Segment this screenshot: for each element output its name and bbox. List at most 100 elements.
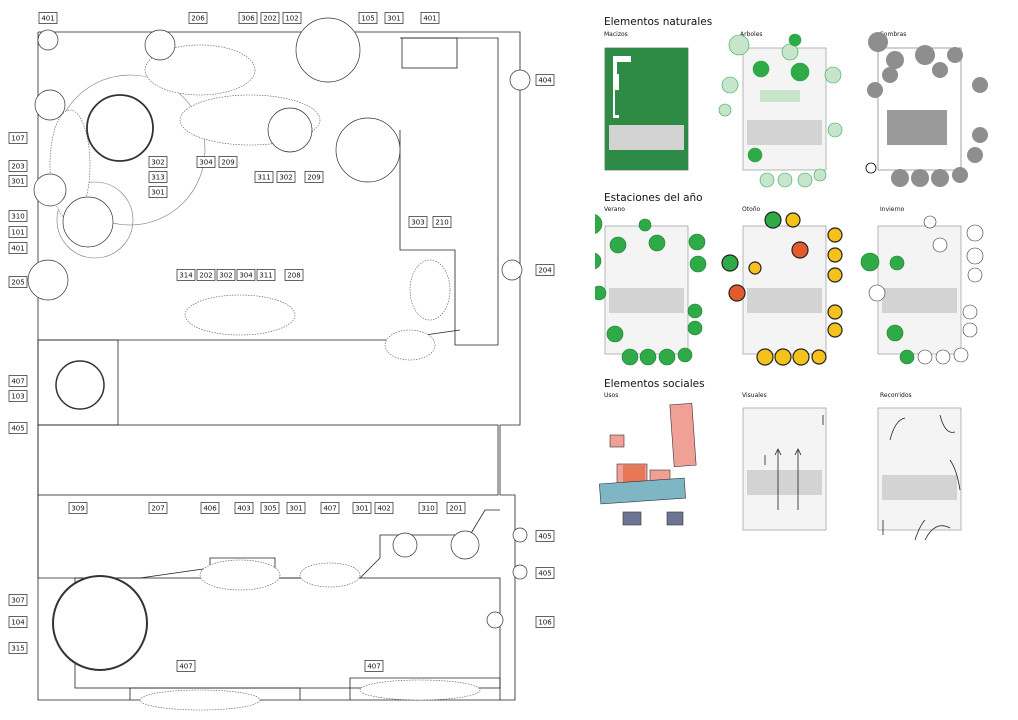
shrub-mass: [359, 679, 481, 701]
plan-tag-32: 205: [8, 276, 28, 288]
east-pavilion: [401, 37, 458, 69]
plan-tag-label: 402: [377, 505, 390, 513]
panel-invierno: [860, 215, 984, 365]
plan-tag-label: 206: [191, 15, 205, 23]
plan-tag-label: 407: [179, 663, 192, 671]
plan-tag-label: 405: [11, 425, 24, 433]
plan-tag-label: 204: [538, 267, 552, 275]
plan-tag-label: 304: [199, 159, 213, 167]
tree: [392, 532, 418, 558]
plan-tag-40: 305: [260, 502, 280, 514]
plan-tag-label: 103: [11, 393, 24, 401]
plan-tag-label: 405: [538, 533, 551, 541]
label-recorridos: Recorridos: [880, 392, 912, 399]
plan-tag-39: 403: [234, 502, 254, 514]
panel-verano: [595, 214, 707, 366]
panel-sombras: [865, 32, 988, 187]
south-wall: [129, 687, 301, 700]
plan-tag-13: 313: [148, 171, 168, 183]
plan-tag-28: 302: [216, 269, 236, 281]
panel-otono: [721, 211, 843, 366]
tree: [37, 29, 59, 51]
label-sombras: Sombras: [880, 31, 907, 38]
south-wall-east: [349, 677, 501, 700]
plan-tag-15: 301: [8, 175, 28, 187]
plan-tag-label: 403: [237, 505, 250, 513]
label-otono: Otoño: [742, 206, 761, 213]
panel-recorridos: [877, 407, 962, 541]
plan-tag-34: 103: [8, 390, 28, 402]
plan-tag-24: 401: [8, 242, 28, 254]
plan-tag-16: 311: [254, 171, 274, 183]
section-title-seasons: Estaciones del año: [604, 192, 703, 204]
plan-tag-label: 301: [151, 189, 164, 197]
tree: [486, 611, 504, 629]
plan-tag-label: 301: [289, 505, 302, 513]
plan-tag-18: 209: [304, 171, 324, 183]
plan-tag-45: 310: [418, 502, 438, 514]
plan-tag-label: 301: [11, 178, 24, 186]
plan-tag-5: 105: [358, 12, 378, 24]
plan-tag-label: 202: [263, 15, 276, 23]
plan-tag-label: 306: [241, 15, 255, 23]
plan-tag-label: 405: [538, 570, 551, 578]
plan-tag-label: 407: [323, 505, 336, 513]
tree: [267, 107, 313, 153]
plan-tag-3: 202: [260, 12, 280, 24]
plan-tag-20: 310: [8, 210, 28, 222]
plan-tag-9: 107: [8, 132, 28, 144]
tree: [86, 94, 154, 162]
plan-tag-21: 303: [408, 216, 428, 228]
plan-tag-0: 401: [38, 12, 58, 24]
tree: [501, 259, 523, 281]
plan-tag-label: 201: [449, 505, 462, 513]
plan-tag-label: 210: [435, 219, 448, 227]
plan-tag-46: 201: [446, 502, 466, 514]
plan-tag-51: 106: [535, 616, 555, 628]
plan-tag-label: 311: [259, 272, 272, 280]
plan-tag-label: 305: [263, 505, 276, 513]
plan-tag-label: 407: [367, 663, 380, 671]
label-arboles: Arboles: [740, 31, 763, 38]
plan-tag-19: 301: [148, 186, 168, 198]
plan-tag-label: 106: [538, 619, 552, 627]
panel-usos: [599, 402, 697, 530]
plan-tag-label: 104: [11, 619, 25, 627]
plan-tag-37: 207: [148, 502, 168, 514]
tree: [335, 117, 401, 183]
plan-tag-1: 206: [188, 12, 208, 24]
plan-tag-8: 404: [535, 74, 555, 86]
tree: [512, 564, 528, 580]
analysis-panels: Elementos naturales Macizos Arboles Somb…: [595, 0, 1018, 720]
plan-tag-label: 311: [257, 174, 270, 182]
plan-tag-label: 315: [11, 645, 24, 653]
plan-tag-35: 405: [8, 422, 28, 434]
plan-tag-label: 310: [11, 213, 24, 221]
plan-tag-label: 302: [279, 174, 292, 182]
shrub-mass: [144, 44, 256, 96]
plan-tag-label: 209: [307, 174, 320, 182]
plan-tag-50: 104: [8, 616, 28, 628]
tree: [295, 17, 361, 83]
shrub-mass: [384, 329, 436, 361]
plan-tag-2: 306: [238, 12, 258, 24]
tree: [450, 530, 480, 560]
plan-tag-29: 304: [236, 269, 256, 281]
shrub-mass: [409, 259, 451, 321]
plan-tag-10: 302: [148, 156, 168, 168]
plan-tag-47: 405: [535, 530, 555, 542]
plan-tag-label: 401: [423, 15, 436, 23]
plan-tag-label: 313: [151, 174, 164, 182]
plan-tag-label: 205: [11, 279, 24, 287]
label-visuales: Visuales: [742, 392, 767, 399]
plan-tag-54: 407: [364, 660, 384, 672]
plan-tag-label: 301: [355, 505, 368, 513]
tree: [509, 69, 531, 91]
label-usos: Usos: [604, 392, 619, 399]
label-invierno: Invierno: [880, 206, 905, 213]
section-title-natural: Elementos naturales: [604, 16, 713, 28]
panel-macizos: [604, 47, 689, 171]
plan-tag-label: 314: [179, 272, 193, 280]
plan-tag-4: 102: [282, 12, 302, 24]
plan-tag-30: 311: [256, 269, 276, 281]
